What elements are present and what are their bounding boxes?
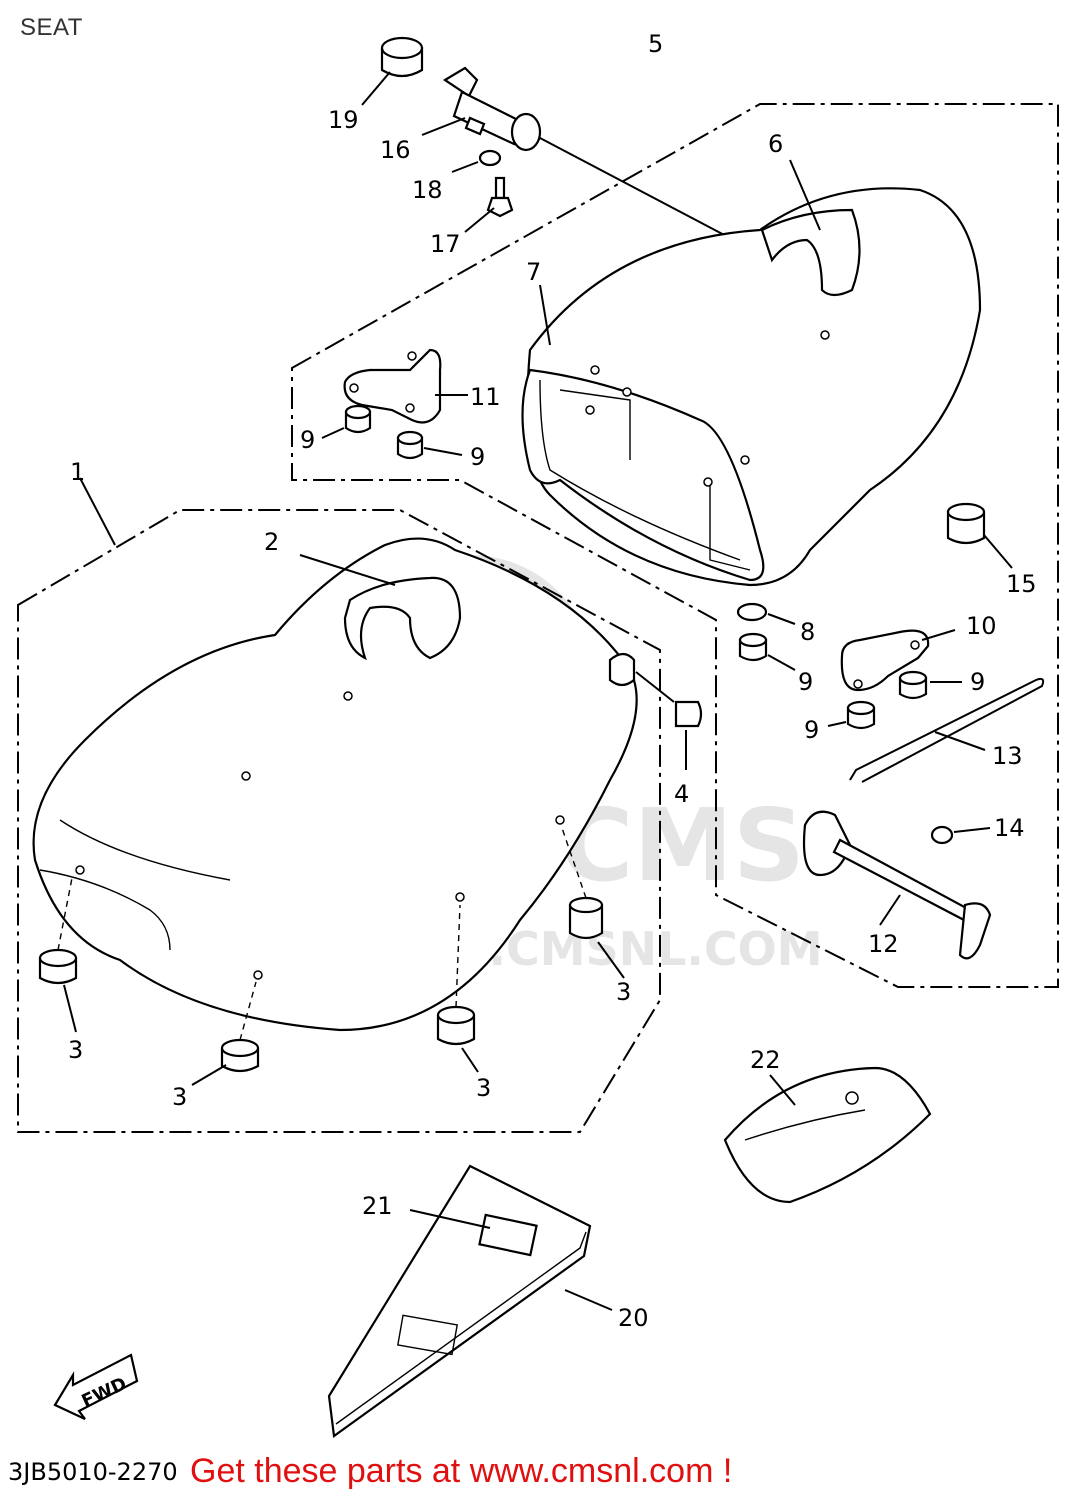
part-3-damper-b bbox=[561, 827, 625, 979]
callout-9b: 9 bbox=[470, 443, 485, 471]
part-2-strap bbox=[299, 554, 462, 661]
callout-15: 15 bbox=[1006, 570, 1037, 598]
part-9-nut-e bbox=[827, 700, 876, 730]
callout-20: 20 bbox=[618, 1304, 649, 1332]
part-8-washer bbox=[736, 602, 796, 625]
diagram-code: 3JB5010-2270 bbox=[8, 1458, 178, 1486]
callout-labels: 1 2 3 3 3 3 4 5 6 7 8 9 9 9 9 9 10 11 12… bbox=[68, 30, 1037, 1332]
part-9-nut-b bbox=[396, 430, 463, 460]
part-3-damper-c bbox=[191, 981, 260, 1086]
callout-6: 6 bbox=[768, 130, 783, 158]
watermark-brand: CMS bbox=[560, 787, 805, 904]
callout-14: 14 bbox=[994, 814, 1025, 842]
part-9-nut-c bbox=[738, 632, 796, 671]
callout-18: 18 bbox=[412, 176, 443, 204]
callout-2: 2 bbox=[264, 528, 279, 556]
group-outline-main-seat bbox=[17, 509, 661, 1133]
callout-9c: 9 bbox=[798, 668, 813, 696]
callout-10: 10 bbox=[966, 612, 997, 640]
callout-17: 17 bbox=[430, 230, 461, 258]
callout-3d: 3 bbox=[476, 1074, 491, 1102]
callout-12: 12 bbox=[868, 930, 899, 958]
part-4-bolt bbox=[608, 652, 703, 770]
group-outline-rear-seat bbox=[291, 103, 1059, 988]
callout-8: 8 bbox=[800, 618, 815, 646]
part-19-cap bbox=[361, 36, 424, 106]
part-3-damper-d bbox=[436, 904, 479, 1073]
part-13-wire bbox=[849, 677, 1045, 783]
part-9-nut-a bbox=[321, 404, 372, 439]
part-16-seat-lock bbox=[421, 66, 731, 239]
callout-21: 21 bbox=[362, 1192, 393, 1220]
part-22-tool-pouch bbox=[723, 1066, 932, 1204]
callout-7: 7 bbox=[526, 258, 541, 286]
callout-9e: 9 bbox=[804, 716, 819, 744]
callout-3b: 3 bbox=[616, 978, 631, 1006]
part-21-label bbox=[409, 1209, 538, 1257]
part-14-washer bbox=[930, 825, 991, 845]
part-10-bracket bbox=[840, 629, 956, 692]
callout-3c: 3 bbox=[172, 1083, 187, 1111]
callout-9d: 9 bbox=[970, 668, 985, 696]
callout-16: 16 bbox=[380, 136, 411, 164]
callout-1: 1 bbox=[70, 458, 85, 486]
callout-3a: 3 bbox=[68, 1036, 83, 1064]
part-9-nut-d bbox=[898, 670, 962, 700]
part-7-rear-seat bbox=[521, 187, 982, 587]
part-6-strap bbox=[760, 159, 861, 297]
part-11-bracket bbox=[343, 348, 468, 424]
part-3-damper-a bbox=[38, 877, 78, 1033]
page-title: SEAT bbox=[20, 14, 83, 41]
part-12-lock-assembly bbox=[802, 810, 992, 960]
part-17-bolt bbox=[464, 176, 514, 233]
callout-19: 19 bbox=[328, 106, 359, 134]
callout-22: 22 bbox=[750, 1046, 781, 1074]
callout-13: 13 bbox=[992, 742, 1023, 770]
promo-link[interactable]: Get these parts at www.cmsnl.com ! bbox=[190, 1452, 733, 1490]
part-15-damper bbox=[946, 502, 1013, 569]
callout-9a: 9 bbox=[300, 426, 315, 454]
fwd-arrow-icon: FWD bbox=[53, 1353, 139, 1420]
part-18-washer bbox=[451, 149, 502, 173]
callout-4: 4 bbox=[674, 780, 689, 808]
callout-5: 5 bbox=[648, 30, 663, 58]
callout-11: 11 bbox=[470, 383, 501, 411]
